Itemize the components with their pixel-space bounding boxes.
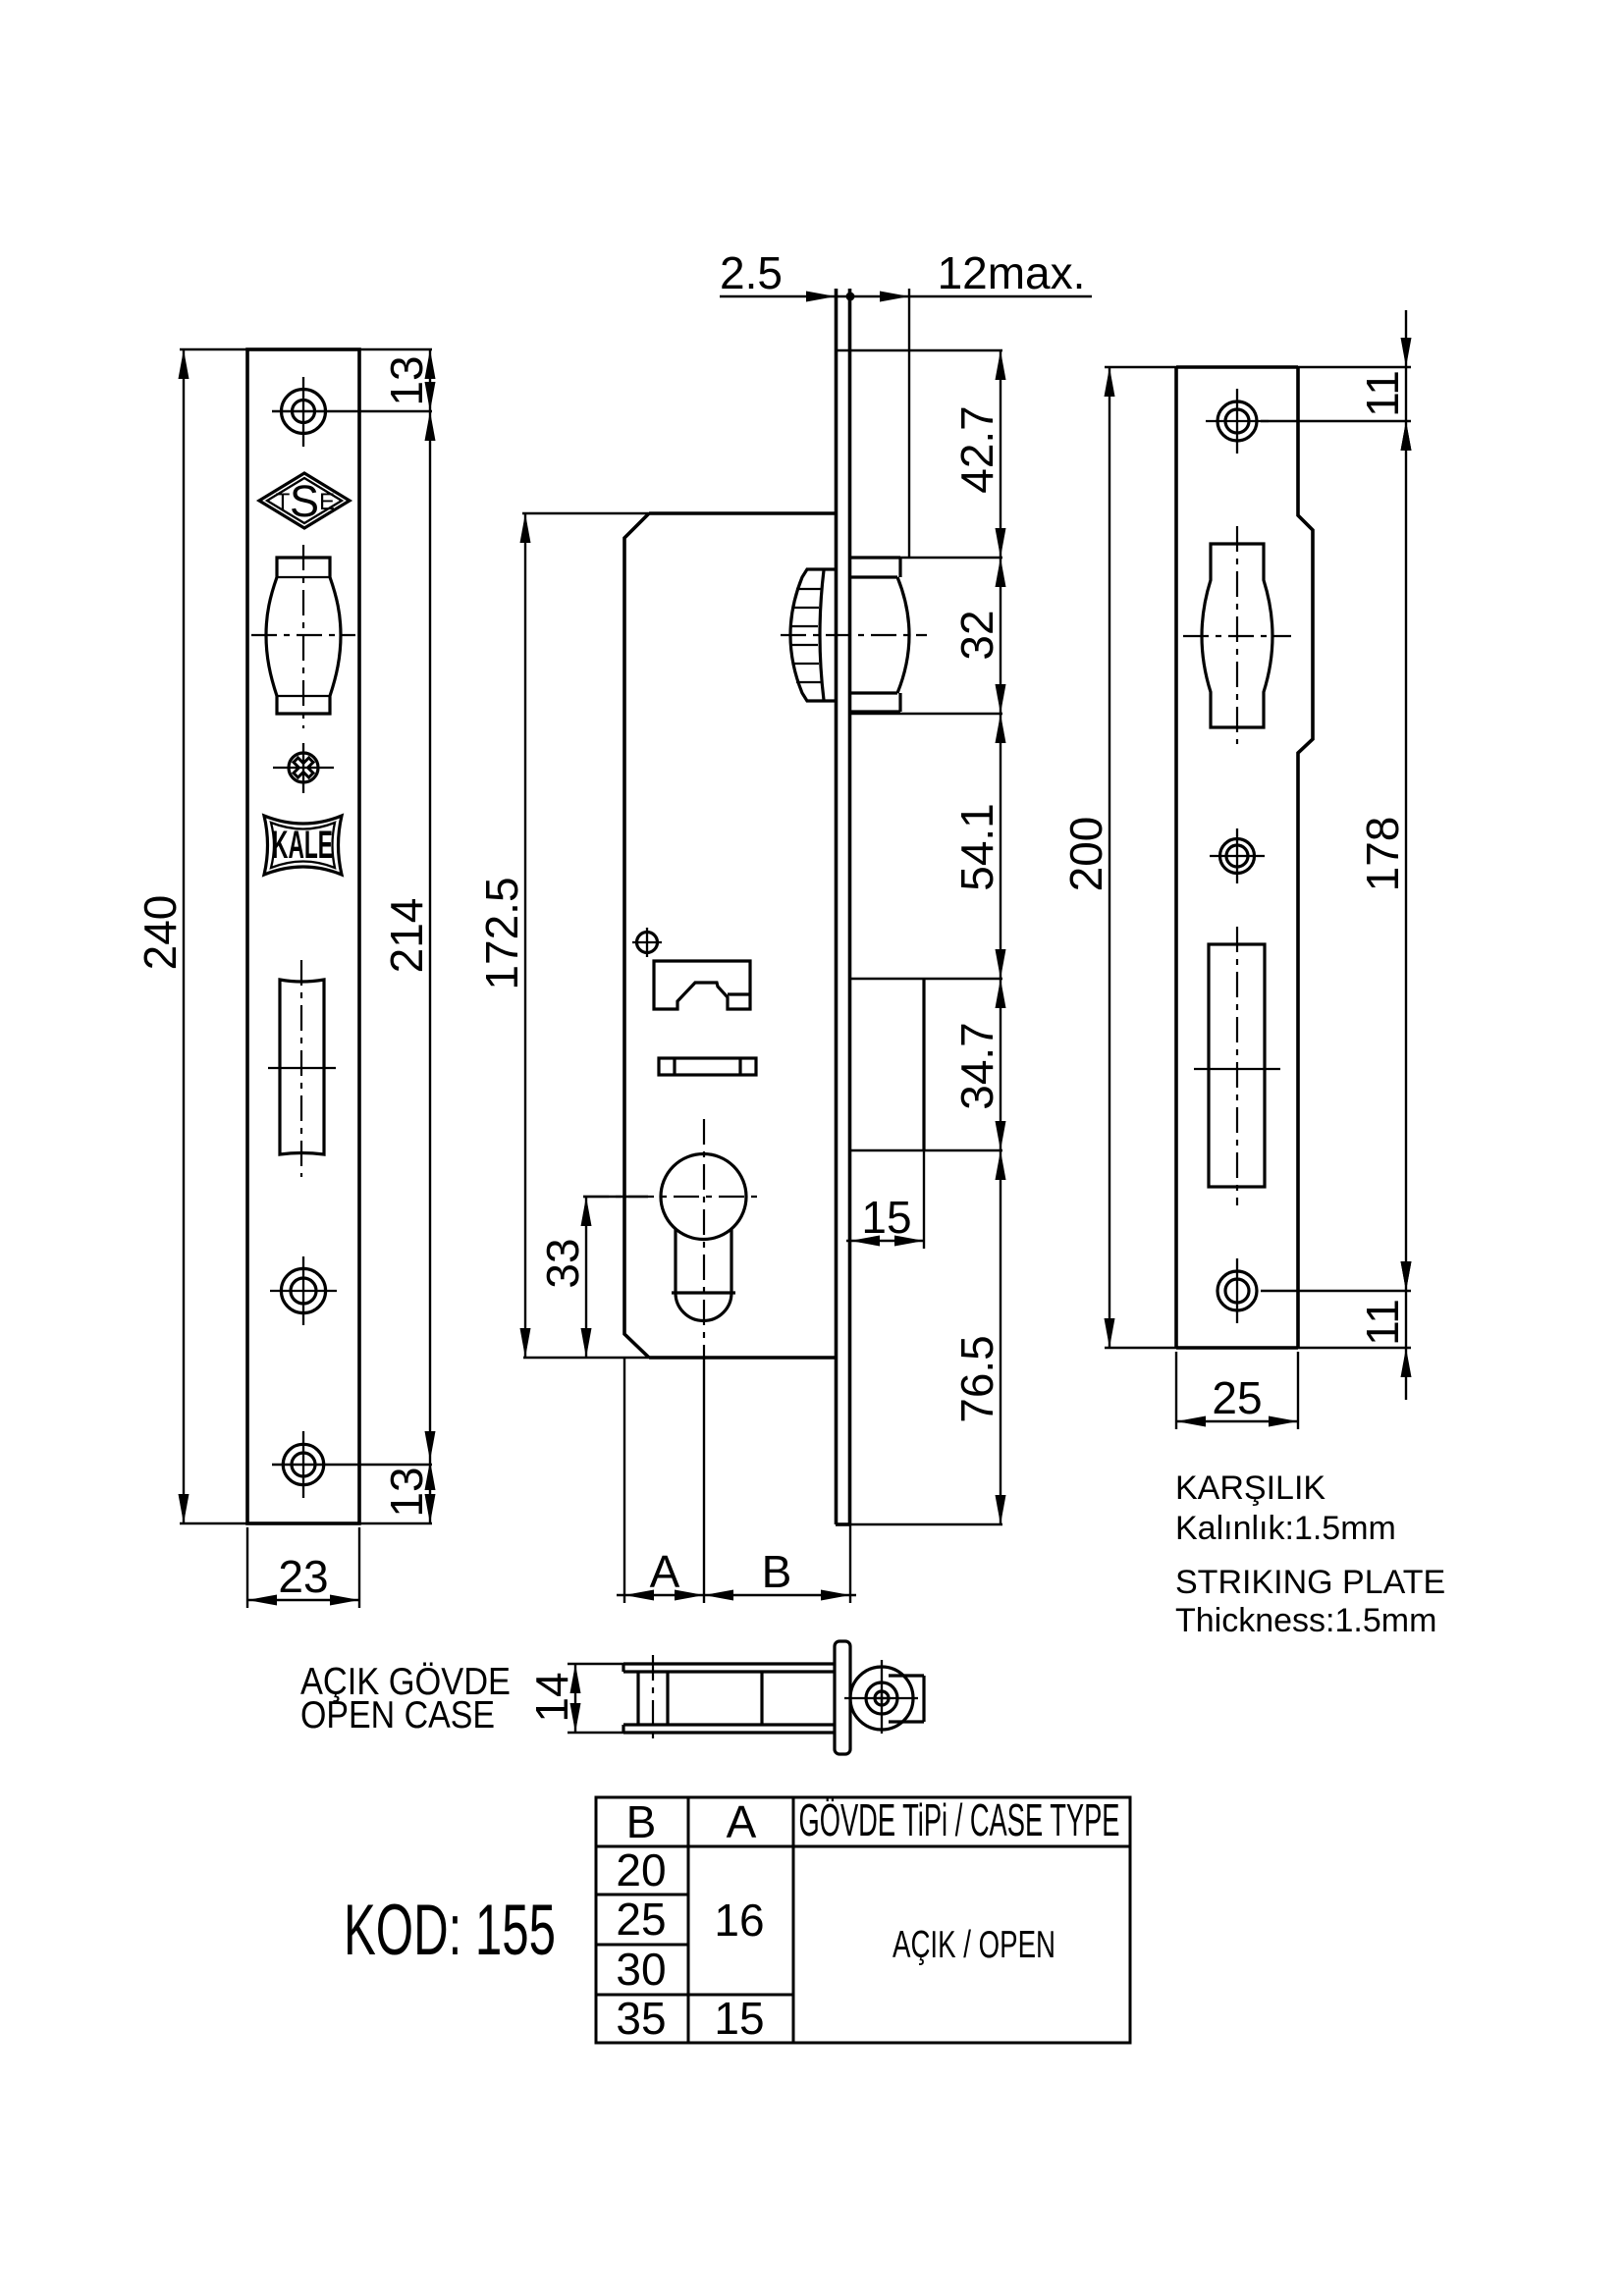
- svg-text:AÇIK / OPEN: AÇIK / OPEN: [893, 1924, 1055, 1966]
- svg-text:34.7: 34.7: [951, 1022, 1002, 1110]
- svg-text:178: 178: [1357, 817, 1408, 892]
- svg-text:42.7: 42.7: [951, 405, 1002, 494]
- svg-text:T: T: [276, 489, 291, 515]
- svg-text:GÖVDE TiPi / CASE TYPE: GÖVDE TiPi / CASE TYPE: [799, 1794, 1120, 1845]
- svg-text:13: 13: [381, 355, 432, 405]
- svg-text:25: 25: [616, 1894, 666, 1945]
- svg-text:12max.: 12max.: [938, 247, 1086, 298]
- svg-text:B: B: [626, 1796, 657, 1847]
- svg-text:Kalınlık:1.5mm: Kalınlık:1.5mm: [1175, 1510, 1396, 1547]
- svg-text:11: 11: [1357, 1299, 1408, 1346]
- svg-text:35: 35: [616, 1993, 666, 2044]
- svg-text:20: 20: [616, 1844, 666, 1896]
- svg-text:AÇIK GÖVDE: AÇIK GÖVDE: [300, 1661, 511, 1703]
- svg-text:2.5: 2.5: [720, 247, 783, 298]
- svg-text:13: 13: [381, 1467, 432, 1517]
- svg-text:14: 14: [526, 1672, 577, 1722]
- svg-text:214: 214: [381, 898, 432, 974]
- svg-text:16: 16: [714, 1895, 764, 1946]
- svg-text:32: 32: [951, 610, 1002, 660]
- svg-text:Thickness:1.5mm: Thickness:1.5mm: [1175, 1602, 1436, 1639]
- svg-text:B: B: [762, 1546, 792, 1597]
- svg-text:23: 23: [278, 1551, 328, 1602]
- svg-text:A: A: [650, 1546, 680, 1597]
- svg-text:S: S: [290, 476, 319, 526]
- svg-text:A: A: [727, 1796, 757, 1847]
- svg-text:STRIKING PLATE: STRIKING PLATE: [1175, 1564, 1445, 1601]
- svg-text:15: 15: [714, 1993, 764, 2044]
- svg-text:76.5: 76.5: [951, 1335, 1002, 1423]
- svg-text:11: 11: [1357, 370, 1408, 417]
- svg-text:54.1: 54.1: [951, 803, 1002, 891]
- svg-text:33: 33: [537, 1238, 588, 1288]
- svg-text:172.5: 172.5: [476, 877, 527, 989]
- svg-text:KARŞILIK: KARŞILIK: [1175, 1469, 1325, 1507]
- svg-text:KOD: 155: KOD: 155: [344, 1891, 556, 1970]
- svg-text:30: 30: [616, 1944, 666, 1995]
- svg-text:200: 200: [1060, 817, 1111, 892]
- svg-text:25: 25: [1212, 1372, 1262, 1423]
- svg-text:KALE: KALE: [272, 824, 333, 867]
- svg-text:240: 240: [135, 895, 186, 971]
- svg-text:E: E: [319, 489, 335, 515]
- svg-text:15: 15: [861, 1192, 911, 1243]
- svg-text:OPEN CASE: OPEN CASE: [300, 1694, 495, 1736]
